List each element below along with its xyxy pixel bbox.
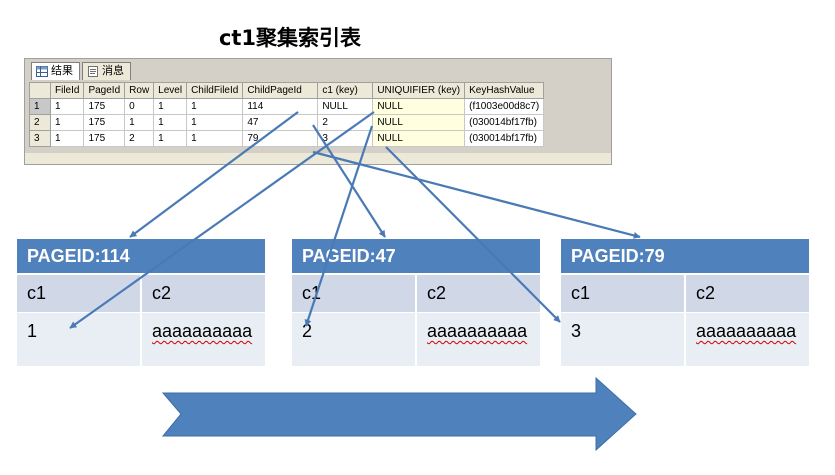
page-column-row: c1 c2 <box>17 275 265 312</box>
value-c1: 1 <box>17 313 140 366</box>
column-header[interactable]: KeyHashValue <box>464 82 545 99</box>
value-c1: 3 <box>561 313 684 366</box>
tab-results-label: 结果 <box>51 65 73 77</box>
table-header-row: FileId PageId Row Level ChildFileId Chil… <box>29 82 545 99</box>
value-c2: aaaaaaaaaa <box>696 321 797 341</box>
table-cell[interactable]: 1 <box>153 130 188 147</box>
value-c2-cell: aaaaaaaaaa <box>417 313 540 366</box>
result-table: FileId PageId Row Level ChildFileId Chil… <box>29 82 545 147</box>
page-table-79: PAGEID:79 c1 c2 3 aaaaaaaaaa <box>561 239 809 367</box>
message-icon <box>88 66 98 77</box>
value-c2: aaaaaaaaaa <box>427 321 528 341</box>
table-row[interactable]: 3 1 175 2 1 1 79 3 NULL (030014bf17fb) <box>29 130 545 147</box>
page-table-47: PAGEID:47 c1 c2 2 aaaaaaaaaa <box>292 239 540 367</box>
table-cell[interactable]: (030014bf17fb) <box>464 130 545 147</box>
value-c1: 2 <box>292 313 415 366</box>
table-cell[interactable]: 175 <box>83 130 126 147</box>
pointer-arrow-2-to-value <box>304 125 374 327</box>
table-cell[interactable]: NULL <box>372 114 466 131</box>
value-c2: aaaaaaaaaa <box>152 321 253 341</box>
page-data-row: 1 aaaaaaaaaa <box>17 313 265 366</box>
value-c2-cell: aaaaaaaaaa <box>686 313 809 366</box>
column-header[interactable]: PageId <box>83 82 126 99</box>
grid-icon <box>36 66 48 77</box>
row-number[interactable]: 2 <box>29 114 51 131</box>
column-header[interactable]: FileId <box>49 82 85 99</box>
pointer-arrow-47-to-page <box>312 124 386 238</box>
table-cell[interactable]: 1 <box>186 130 244 147</box>
column-label-c2: c2 <box>142 275 265 312</box>
value-c2-cell: aaaaaaaaaa <box>142 313 265 366</box>
page-data-row: 3 aaaaaaaaaa <box>561 313 809 366</box>
row-number[interactable]: 1 <box>29 98 51 115</box>
table-cell[interactable]: 1 <box>49 130 85 147</box>
row-number[interactable]: 3 <box>29 130 51 147</box>
tab-results[interactable]: 结果 <box>31 62 80 80</box>
page-column-row: c1 c2 <box>561 275 809 312</box>
diagram-title: ct1聚集索引表 <box>218 26 362 50</box>
pointer-arrow-114-to-page <box>129 111 299 238</box>
column-label-c1: c1 <box>561 275 684 312</box>
page-header: PAGEID:79 <box>561 239 809 273</box>
page-table-114: PAGEID:114 c1 c2 1 aaaaaaaaaa <box>17 239 265 367</box>
pointer-arrow-79-to-page <box>312 150 641 239</box>
page-data-row: 2 aaaaaaaaaa <box>292 313 540 366</box>
results-panel: 结果 消息 FileId PageId Row Level ChildFileI… <box>24 58 612 165</box>
page-header: PAGEID:114 <box>17 239 265 273</box>
table-cell[interactable]: 2 <box>124 130 155 147</box>
pointer-arrow-null-to-value <box>69 111 375 329</box>
tab-messages[interactable]: 消息 <box>82 62 131 80</box>
results-tabs: 结果 消息 <box>31 62 133 81</box>
table-cell[interactable]: NULL <box>372 130 466 147</box>
column-header[interactable]: UNIQUIFIER (key) <box>372 82 466 99</box>
pointer-arrow-3-to-value <box>385 146 561 323</box>
tab-messages-label: 消息 <box>102 65 124 77</box>
grid-footer <box>25 153 611 164</box>
column-label-c2: c2 <box>686 275 809 312</box>
big-right-arrow <box>161 376 637 452</box>
column-label-c2: c2 <box>417 275 540 312</box>
column-header[interactable]: ChildFileId <box>186 82 244 99</box>
